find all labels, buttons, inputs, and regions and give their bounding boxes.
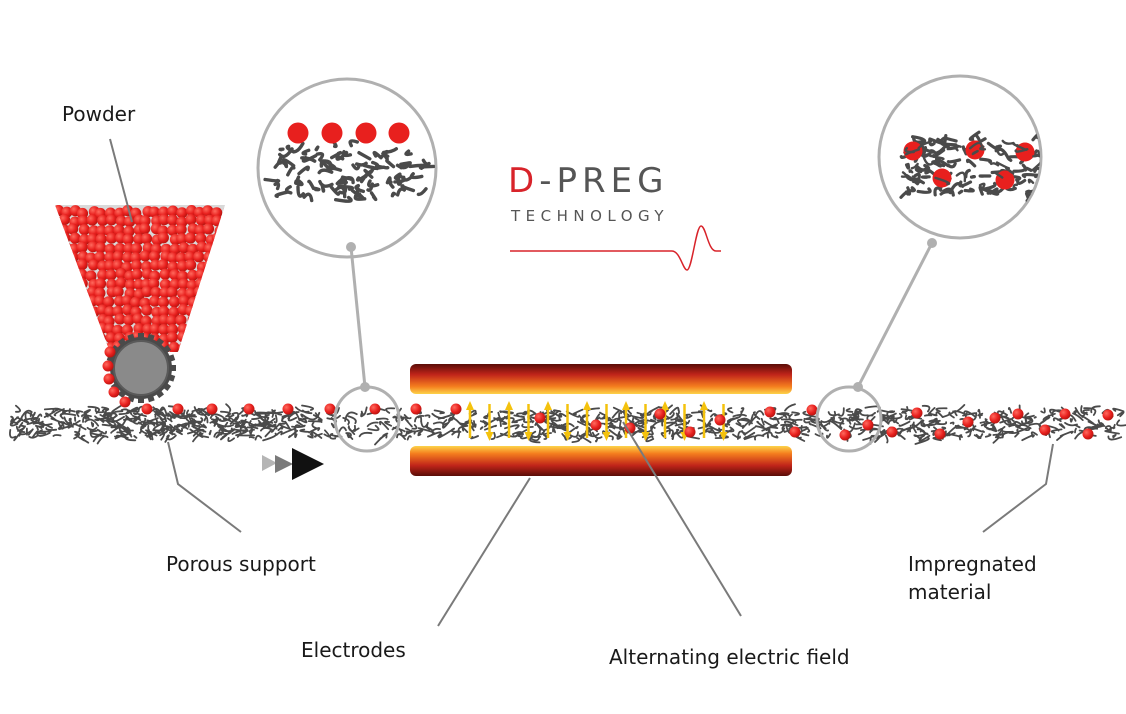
falling-powder-particles bbox=[102, 346, 131, 408]
leader-lines bbox=[109, 138, 1054, 627]
leader-impregnated bbox=[982, 443, 1054, 533]
svg-text:D-PREG: D-PREG bbox=[508, 161, 668, 201]
dispensing-roller-icon bbox=[106, 333, 176, 403]
electric-field-arrows bbox=[466, 401, 728, 441]
lens-after-impregnation bbox=[815, 74, 1043, 453]
leader-powder bbox=[109, 138, 133, 223]
leader-field bbox=[622, 421, 742, 617]
direction-arrows-icon bbox=[262, 448, 324, 480]
bottom-electrode bbox=[410, 446, 792, 476]
label-porous-support: Porous support bbox=[166, 552, 316, 576]
logo-pulse-line bbox=[510, 225, 721, 271]
d-preg-logo: D-PREG TECHNOLOGY bbox=[508, 161, 721, 271]
strip-particles bbox=[141, 403, 1114, 441]
svg-text:TECHNOLOGY: TECHNOLOGY bbox=[510, 207, 669, 225]
label-impregnated-line1: Impregnated bbox=[908, 552, 1037, 576]
leader-porous-support bbox=[167, 441, 242, 533]
label-electrodes: Electrodes bbox=[301, 638, 406, 662]
label-powder: Powder bbox=[62, 102, 136, 126]
top-electrode bbox=[410, 364, 792, 394]
lens-before-melting bbox=[256, 77, 438, 453]
label-alternating-field: Alternating electric field bbox=[609, 645, 850, 669]
leader-electrodes bbox=[437, 477, 531, 627]
label-impregnated-line2: material bbox=[908, 580, 992, 604]
